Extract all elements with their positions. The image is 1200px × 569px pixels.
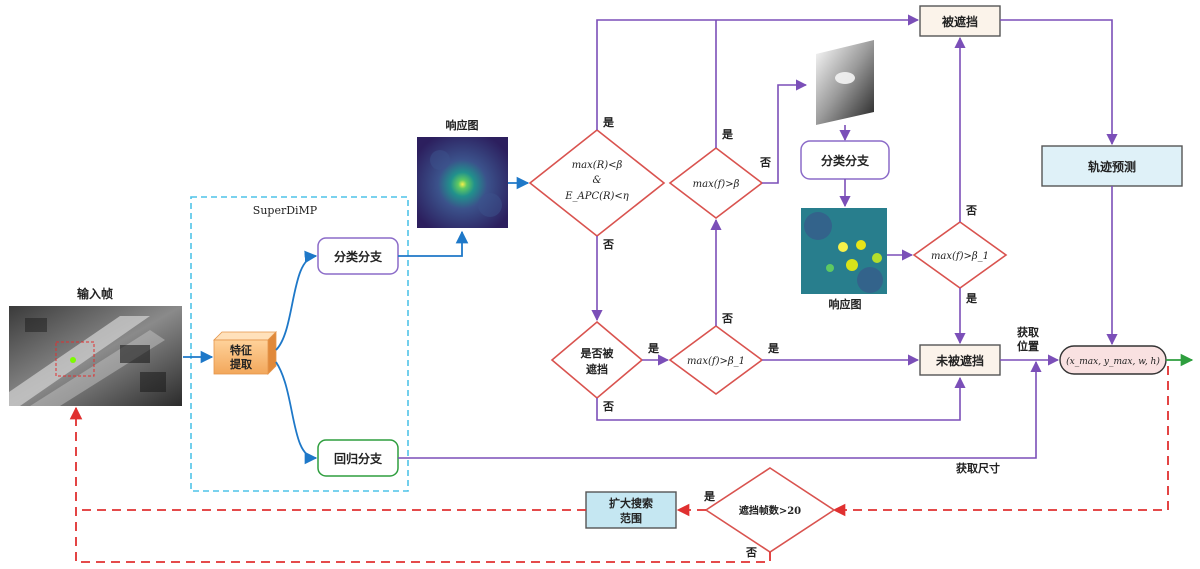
feature-extraction-label-2: 提取: [230, 357, 252, 371]
edge-check-no-to-not-occluded: [596, 376, 966, 421]
input-frame-label: 输入帧: [77, 286, 113, 301]
edge-classification-to-response: [398, 230, 469, 257]
decision-diamond-2: [668, 146, 764, 220]
response-map-2-label: 响应图: [829, 297, 862, 311]
count-yes-label: 是: [703, 490, 716, 503]
occluded-label: 被遮挡: [942, 14, 978, 29]
get-position-line-1: 获取: [1017, 325, 1039, 339]
input-frame-image: [9, 306, 182, 406]
edge-count-no-to-input: [69, 406, 771, 563]
occlusion-check-line-1: 是否被: [580, 346, 615, 360]
d3-yes-label: 是: [767, 342, 780, 355]
response-map-2-image: [801, 208, 887, 294]
edge-d2-no-to-patch: [762, 79, 808, 184]
diamond-4-label: max(f)>β_1: [931, 251, 989, 262]
feature-extraction-label-1: 特征: [230, 343, 252, 357]
classification-branch-label: 分类分支: [334, 249, 383, 264]
count-no-label: 否: [745, 546, 757, 559]
edge-d1-yes-to-occluded: [596, 14, 920, 130]
regression-branch-label: 回归分支: [334, 451, 383, 466]
expand-search-line-2: 范围: [620, 511, 642, 525]
d2-no-label: 否: [759, 156, 771, 169]
trajectory-prediction-label: 轨迹预测: [1088, 159, 1136, 174]
edge-features-to-regression: [275, 361, 318, 465]
occlusion-count-label: 遮挡帧数>20: [739, 504, 801, 517]
edge-regression-to-output: [398, 360, 1042, 459]
d3-no-label: 否: [721, 312, 733, 325]
occlusion-check-line-2: 遮挡: [586, 362, 608, 376]
decision-diamond-3: [668, 325, 764, 395]
diamond-1-line-2: &: [593, 175, 602, 186]
not-occluded-box: [919, 344, 1001, 376]
expand-search-line-1: 扩大搜索: [609, 496, 653, 510]
get-position-line-2: 位置: [1017, 339, 1039, 353]
search-patch-image: [816, 40, 874, 125]
occluded-box: [919, 5, 1001, 37]
trajectory-prediction-box: [1041, 145, 1183, 187]
diamond-3-label: max(f)>β_1: [687, 356, 745, 367]
edge-output-to-count: [832, 366, 1169, 517]
edge-features-to-classification: [275, 250, 318, 351]
not-occluded-label: 未被遮挡: [935, 353, 984, 368]
d1-no-label: 否: [602, 238, 614, 251]
d1-yes-label: 是: [602, 116, 615, 129]
superdimp-label: SuperDiMP: [253, 204, 318, 217]
expand-search-box: [585, 491, 677, 529]
d2-yes-label: 是: [721, 128, 734, 141]
diamond-1-line-3: E_APC(R)<η: [564, 191, 629, 202]
d4-yes-label: 是: [965, 292, 978, 305]
feature-extraction-block: [213, 331, 277, 375]
d4-no-label: 否: [965, 204, 977, 217]
check-no-label: 否: [602, 400, 614, 413]
get-size-label: 获取尺寸: [956, 461, 1000, 475]
check-yes-label: 是: [647, 342, 660, 355]
diamond-1-line-1: max(R)<β: [572, 160, 623, 171]
response-map-1-image: [417, 137, 508, 228]
edge-occluded-to-trajectory: [1000, 19, 1118, 146]
superdimp-box: [190, 196, 409, 492]
diamond-2-label: max(f)>β: [693, 179, 740, 190]
occlusion-check-diamond: [550, 320, 644, 400]
response-map-1-label: 响应图: [446, 118, 479, 132]
output-label: (x_max, y_max, w, h): [1066, 356, 1160, 367]
classification-branch-2-label: 分类分支: [821, 153, 870, 168]
